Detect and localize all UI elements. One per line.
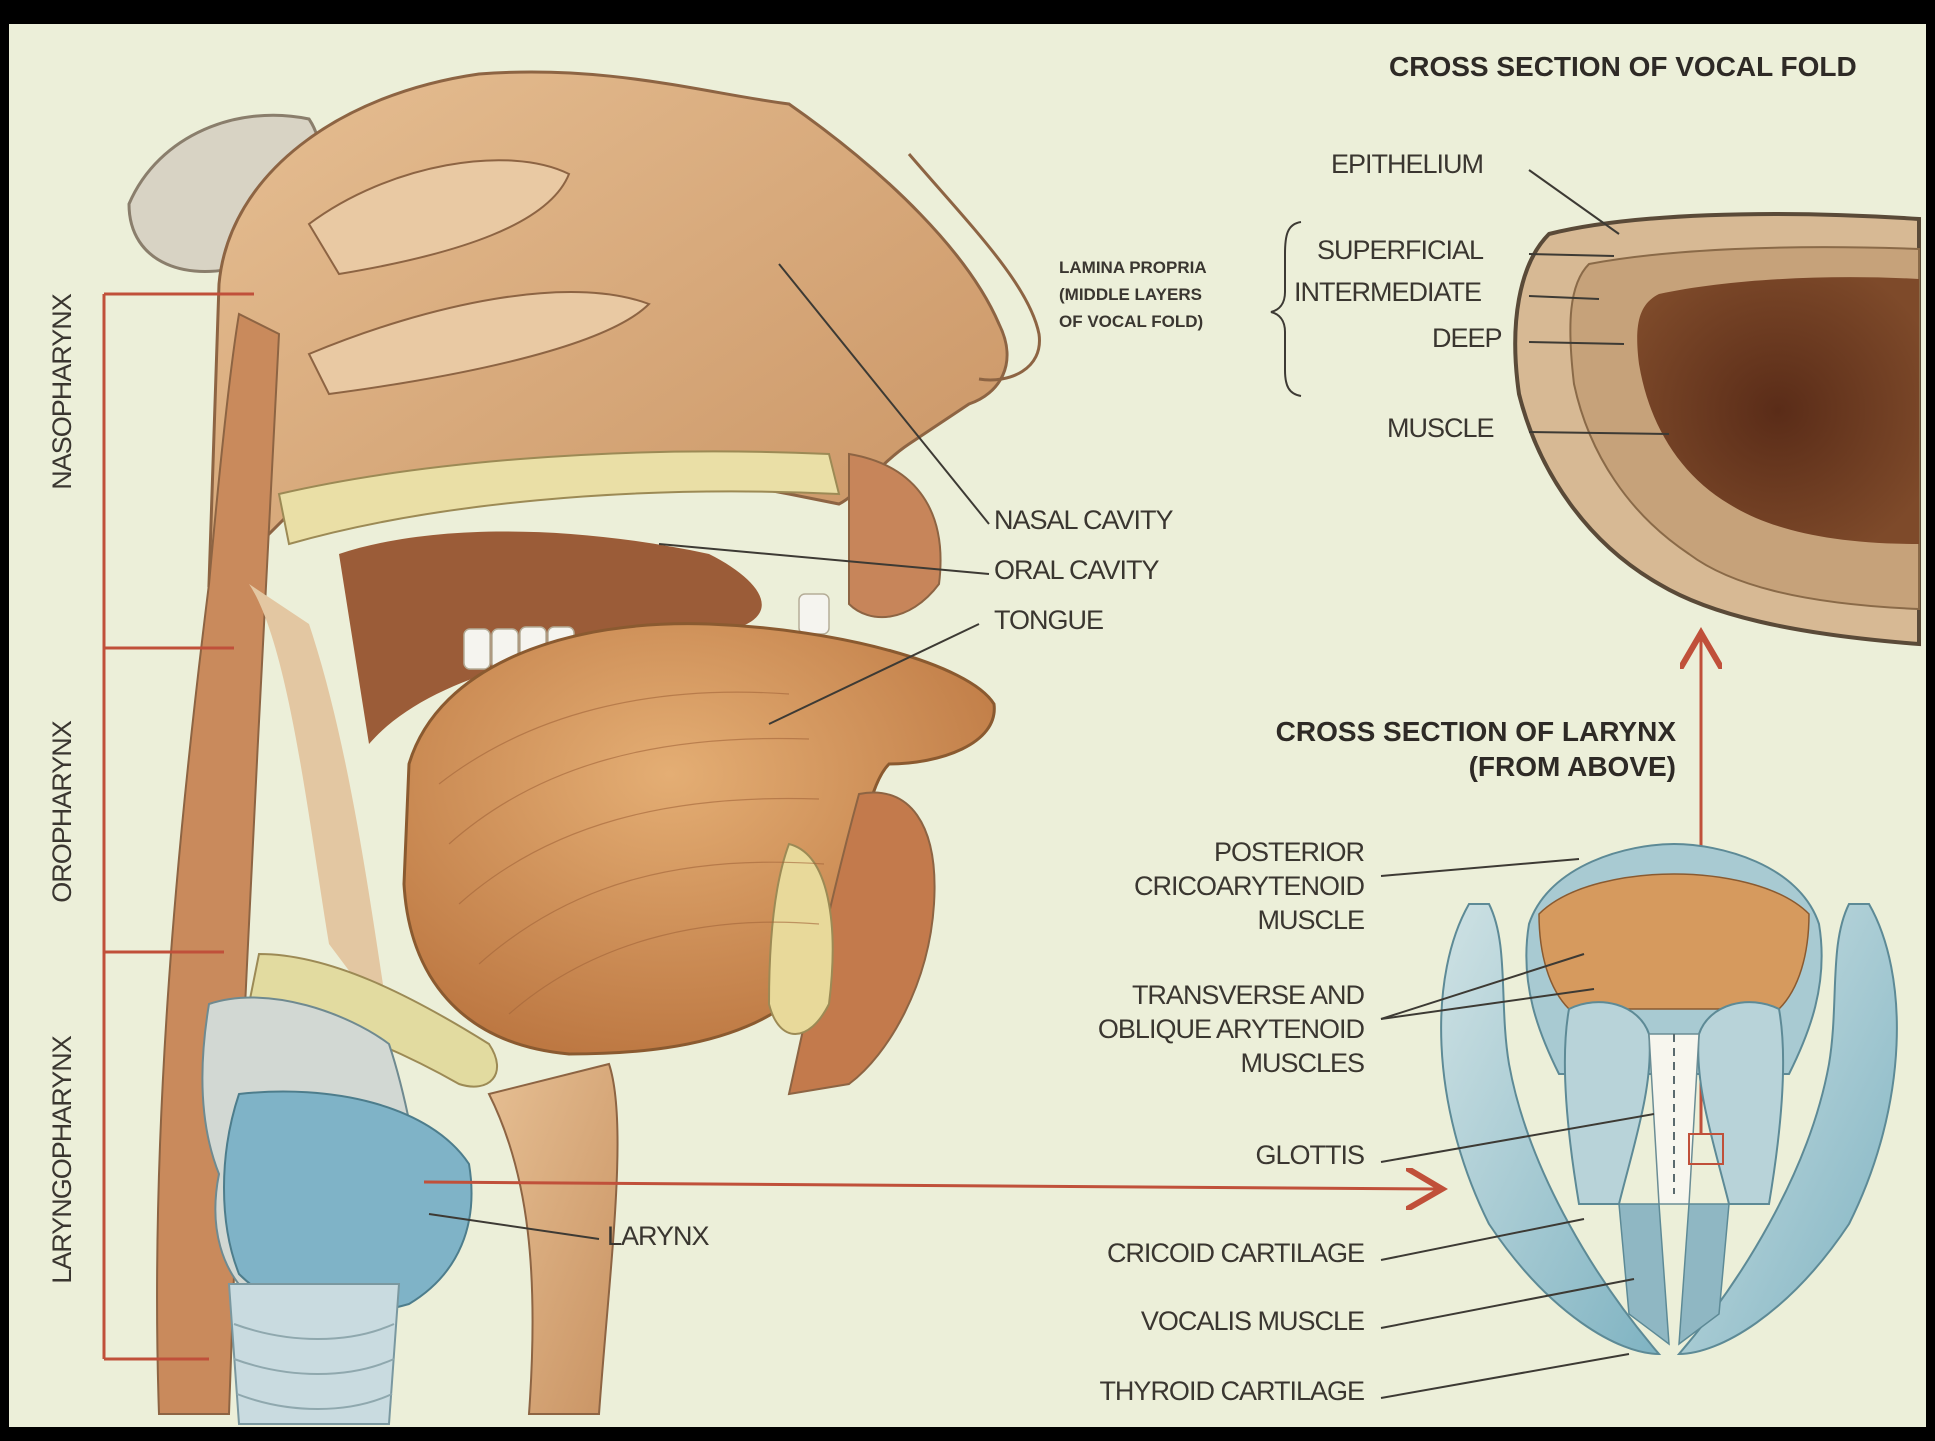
larynx-section — [1441, 844, 1897, 1354]
upper-lip — [849, 454, 941, 617]
larynx-heading-line-2: (FROM ABOVE) — [1276, 749, 1676, 784]
lamina-propria-label: LAMINA PROPRIA (MIDDLE LAYERS OF VOCAL F… — [1059, 254, 1207, 336]
lamina-propria-line-3: OF VOCAL FOLD) — [1059, 308, 1207, 335]
posterior-cricoarytenoid-line-1: POSTERIOR — [1134, 836, 1364, 870]
trachea — [229, 1284, 399, 1424]
arytenoid-line-3: MUSCLES — [1098, 1047, 1364, 1081]
muscle-label: MUSCLE — [1387, 412, 1494, 446]
posterior-cricoarytenoid-label: POSTERIOR CRICOARYTENOID MUSCLE — [1134, 836, 1364, 937]
thyroid-cartilage-label: THYROID CARTILAGE — [1099, 1375, 1364, 1409]
tongue-label: TONGUE — [994, 604, 1103, 638]
vocal-fold-heading: CROSS SECTION OF VOCAL FOLD — [1389, 49, 1857, 84]
posterior-cricoarytenoid-line-2: CRICOARYTENOID — [1134, 870, 1364, 904]
larynx-label: LARYNX — [607, 1220, 709, 1254]
diagram-plate: CROSS SECTION OF VOCAL FOLD EPITHELIUM L… — [9, 24, 1926, 1427]
glottis-label: GLOTTIS — [1255, 1139, 1364, 1173]
vocal-fold-section — [1515, 214, 1919, 644]
arytenoid-right — [1698, 1002, 1783, 1204]
vocalis-muscle-label: VOCALIS MUSCLE — [1141, 1305, 1364, 1339]
arytenoid-line-2: OBLIQUE ARYTENOID — [1098, 1013, 1364, 1047]
posterior-cricoarytenoid-line-3: MUSCLE — [1134, 904, 1364, 938]
cricoid-cartilage-label: CRICOID CARTILAGE — [1107, 1237, 1364, 1271]
larynx-heading-line-1: CROSS SECTION OF LARYNX — [1276, 714, 1676, 749]
sagittal-head — [129, 72, 1039, 1424]
superficial-label: SUPERFICIAL — [1317, 234, 1483, 268]
epithelium-label: EPITHELIUM — [1331, 148, 1483, 182]
arytenoid-label: TRANSVERSE AND OBLIQUE ARYTENOID MUSCLES — [1098, 979, 1364, 1080]
oral-cavity-label: ORAL CAVITY — [994, 554, 1159, 588]
oropharynx-label: OROPHARYNX — [47, 712, 79, 912]
deep-label: DEEP — [1432, 322, 1502, 356]
larynx-sagittal — [224, 1092, 472, 1314]
intermediate-label: INTERMEDIATE — [1294, 276, 1481, 310]
arytenoid-left — [1565, 1002, 1650, 1204]
nasopharynx-label: NASOPHARYNX — [47, 292, 79, 492]
posterior-cricoarytenoid-muscle — [1539, 874, 1809, 1009]
lamina-propria-line-1: LAMINA PROPRIA — [1059, 254, 1207, 281]
lamina-propria-line-2: (MIDDLE LAYERS — [1059, 281, 1207, 308]
laryngopharynx-label: LARYNGOPHARYNX — [47, 1030, 79, 1290]
arytenoid-line-1: TRANSVERSE AND — [1098, 979, 1364, 1013]
nasal-cavity-label: NASAL CAVITY — [994, 504, 1173, 538]
larynx-heading: CROSS SECTION OF LARYNX (FROM ABOVE) — [1276, 714, 1676, 784]
